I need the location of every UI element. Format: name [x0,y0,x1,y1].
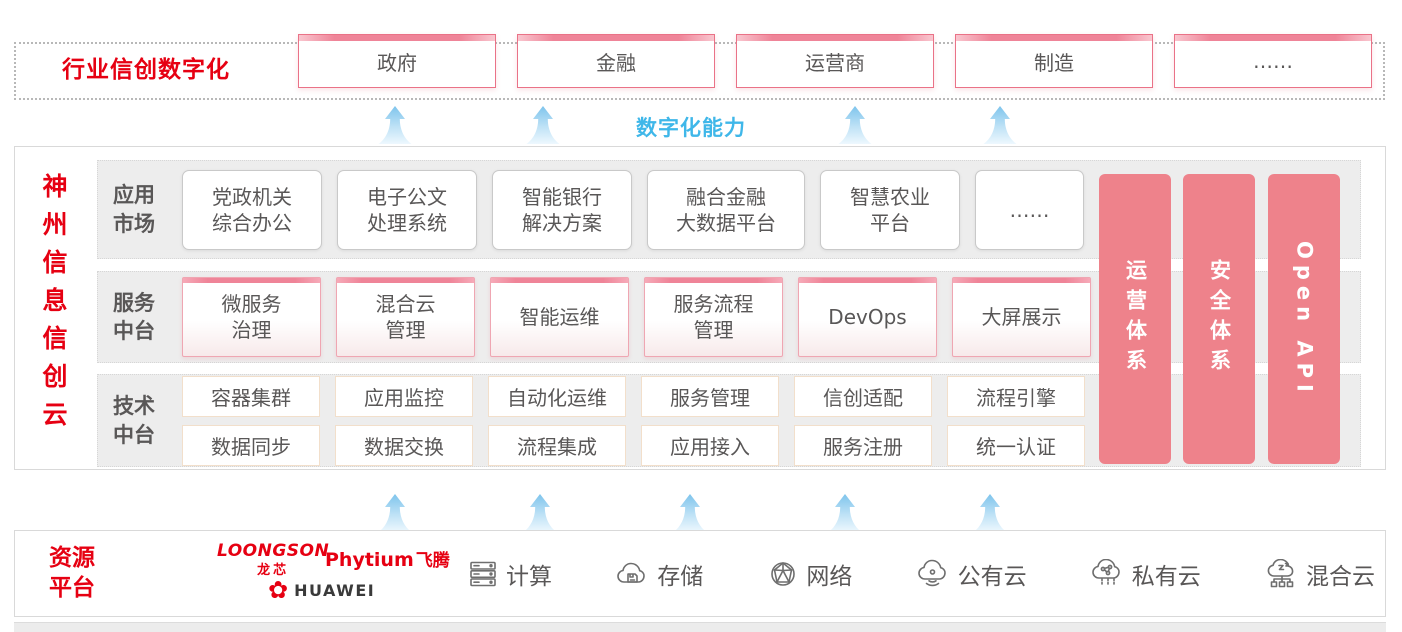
industry-box-manufacturing: 制造 [955,34,1153,88]
tech-box: 服务注册 [794,424,932,466]
up-arrow-icon [378,106,412,144]
storage-icon [617,562,645,583]
app-box: 融合金融 大数据平台 [647,169,805,250]
up-arrow-icon [523,494,557,532]
tech-box: 统一认证 [947,424,1085,466]
resource-platform-panel: 资源 平台 LOONGSON 龙芯 Phytium 飞腾 ✿ HUAWEI 计 [14,530,1386,617]
resource-item-label: 公有云 [957,563,1027,590]
app-box-more: …… [975,169,1084,250]
resource-item-label: 网络 [806,563,853,590]
tech-box: 应用监控 [335,375,473,417]
service-box: 大屏展示 [952,277,1091,357]
tech-box: 流程集成 [488,424,626,466]
tech-box: 流程引擎 [947,375,1085,417]
app-box: 党政机关 综合办公 [182,169,322,250]
resource-item-label: 存储 [657,563,704,590]
huawei-logo: ✿ HUAWEI [268,578,375,602]
industry-box-more: …… [1174,34,1372,88]
private-cloud-icon [1091,558,1120,585]
pillar-security-system: 安全体系 [1183,174,1255,464]
tech-box: 自动化运维 [488,375,626,417]
tech-box: 容器集群 [182,375,320,417]
cloud-platform-panel: 神州信息信创云 应用 市场 党政机关 综合办公 电子公文 处理系统 智能银行 解… [14,146,1386,470]
service-platform-boxes: 微服务 治理 混合云 管理 智能运维 服务流程 管理 DevOps 大屏展示 [182,277,1091,357]
hybrid-cloud-icon [1267,558,1294,587]
phytium-chinese: 飞腾 [415,551,450,571]
app-box: 智能银行 解决方案 [492,169,632,250]
up-arrow-icon [526,106,560,144]
public-cloud-icon [917,559,946,586]
resource-item-storage: 存储 [616,557,703,591]
tech-box: 数据同步 [182,424,320,466]
industry-box-list: 政府 金融 运营商 制造 …… [298,34,1372,88]
tech-box: 服务管理 [641,375,779,417]
industry-box-operator: 运营商 [736,34,934,88]
platform-vertical-title: 神州信息信创云 [39,173,68,439]
huawei-flower-icon: ✿ [268,576,289,604]
service-platform-label: 服务 中台 [113,290,155,343]
resource-item-network: 网络 [767,557,852,591]
up-arrow-icon [378,494,412,532]
bottom-divider [14,622,1386,632]
tech-platform-label: 技术 中台 [113,394,155,447]
up-arrow-icon [673,494,707,532]
app-box: 智慧农业 平台 [820,169,960,250]
resource-platform-label: 资源 平台 [49,545,95,601]
service-platform-row: 服务 中台 微服务 治理 混合云 管理 智能运维 服务流程 管理 DevOps … [97,271,1361,363]
up-arrow-icon [983,106,1017,144]
resource-item-hybrid-cloud: 混合云 [1265,557,1375,591]
digital-capability-label: 数字化能力 [636,116,746,140]
pillar-open-api: Open API [1268,174,1340,464]
loongson-chinese: 龙芯 [257,563,290,578]
resource-item-label: 混合云 [1305,563,1375,590]
resource-item-label: 私有云 [1131,563,1201,590]
service-box: 服务流程 管理 [644,277,783,357]
tech-box: 信创适配 [794,375,932,417]
industry-box-government: 政府 [298,34,496,88]
up-arrow-icon [973,494,1007,532]
industry-box-finance: 金融 [517,34,715,88]
resource-item-list: 计算 存储 网络 [467,531,1375,616]
phytium-wordmark: Phytium [325,549,414,571]
industry-section-title: 行业信创数字化 [62,57,230,83]
loongson-logo: LOONGSON 龙芯 [217,541,329,578]
pillar-operation-system: 运营体系 [1099,174,1171,464]
service-box: 微服务 治理 [182,277,321,357]
app-market-boxes: 党政机关 综合办公 电子公文 处理系统 智能银行 解决方案 融合金融 大数据平台… [182,169,1084,250]
service-box: 混合云 管理 [336,277,475,357]
app-market-label: 应用 市场 [113,183,155,236]
service-box: DevOps [798,277,937,357]
service-box: 智能运维 [490,277,629,357]
huawei-wordmark: HUAWEI [294,580,376,600]
app-market-row: 应用 市场 党政机关 综合办公 电子公文 处理系统 智能银行 解决方案 融合金融… [97,160,1361,259]
phytium-logo: Phytium 飞腾 [325,546,450,571]
tech-platform-row: 技术 中台 容器集群 应用监控 自动化运维 服务管理 信创适配 流程引擎 数据同… [97,374,1361,467]
network-icon [771,561,796,586]
tech-box: 数据交换 [335,424,473,466]
resource-item-compute: 计算 [467,557,552,591]
tech-box: 应用接入 [641,424,779,466]
tech-platform-boxes: 容器集群 应用监控 自动化运维 服务管理 信创适配 流程引擎 数据同步 数据交换… [182,375,1085,466]
resource-item-private-cloud: 私有云 [1091,557,1201,591]
app-box: 电子公文 处理系统 [337,169,477,250]
up-arrow-icon [838,106,872,144]
up-arrow-icon [828,494,862,532]
resource-item-public-cloud: 公有云 [917,557,1027,591]
loongson-wordmark: LOONGSON [217,541,330,561]
resource-item-label: 计算 [506,563,552,590]
compute-icon [470,561,496,586]
